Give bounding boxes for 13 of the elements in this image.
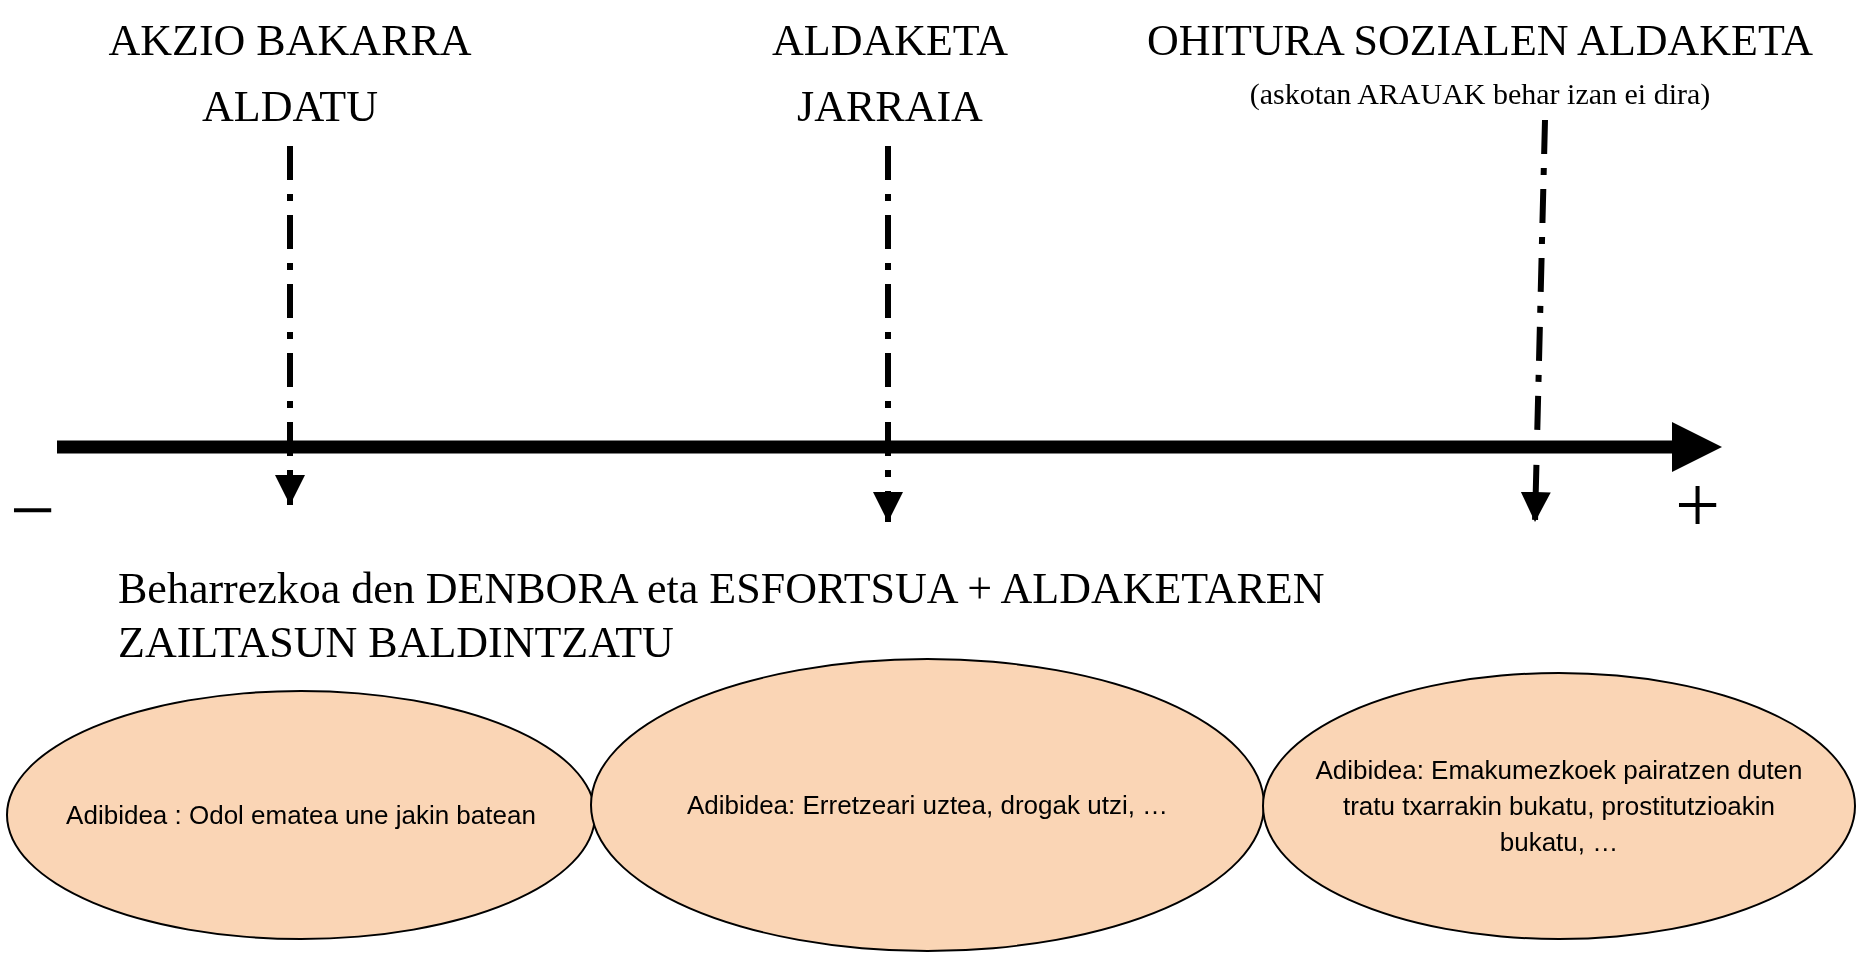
dash-dot-arrow [275,146,305,505]
dash-dot-arrow [873,146,903,522]
example-text: Adibidea: Emakumezkoek pairatzen duten tratu txarrakin bukatu, prostitutzioakin bukatu, … [1314,754,1804,859]
note-text: Beharrezkoa den DENBORA eta ESFORTSUA + ALDAKETAREN ZAILTASUN BALDINTZATU [118,563,1326,669]
example-text: Adibidea: Erretzeari uztea, drogak utzi, … [686,789,1169,822]
note-text: (askotan ARAUAK behar izan ei dira) [1248,76,1712,112]
stage-heading: OHITURA SOZIALEN ALDAKETA [1145,15,1815,67]
stage-heading: ALDAKETA JARRAIA [771,15,1009,133]
example-text: Adibidea : Odol ematea une jakin batean [66,799,536,832]
stage-heading: AKZIO BAKARRA ALDATU [107,15,473,133]
dash-dot-arrow [1520,119,1551,523]
minus-sign: − [10,470,56,550]
plus-sign: + [1675,465,1721,545]
